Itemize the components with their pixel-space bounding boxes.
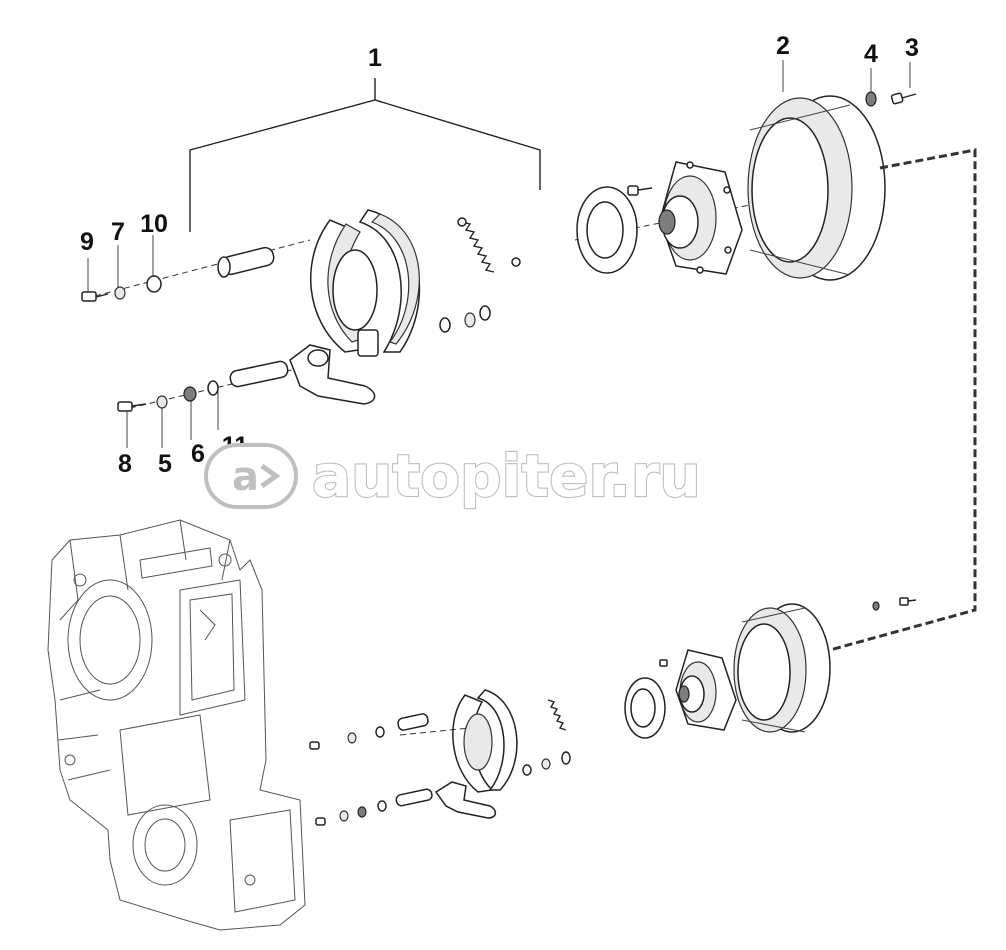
callout-10: 10 [140,210,168,238]
lower-fasteners-bottom [315,788,433,826]
brake-drum-2 [747,95,886,281]
washer-7 [114,286,126,300]
ring-11 [207,380,219,396]
lower-brake-shoe [399,689,518,793]
callout-2: 2 [776,32,790,60]
callout-4: 4 [864,40,878,68]
watermark-logo: a autopiter.ru [204,441,702,511]
brake-shoe-assembly [310,209,421,357]
washer-6 [183,386,197,402]
lower-fasteners-top [309,713,429,750]
lower-lever [434,781,497,819]
lower-flange-hub [675,649,737,731]
lower-nut-bolt [872,597,917,611]
callout-6: 6 [191,440,205,468]
callout-3: 3 [905,34,919,62]
lower-washers [522,751,571,776]
watermark-badge [204,443,298,509]
actuating-lever [289,344,376,405]
lever-pin [229,360,289,388]
washer-5 [156,395,168,409]
shoe-pin [217,246,275,278]
lower-spring [547,699,567,731]
callout-5: 5 [158,450,172,478]
lower-thrust-washer [624,677,666,739]
return-spring [457,217,521,273]
nut-4 [865,91,877,107]
watermark-text: autopiter.ru [312,442,701,510]
ring-10 [146,275,162,293]
shoe-washers [439,305,491,333]
callout-1-bracket [189,78,541,232]
lower-brake-drum [733,603,831,733]
thrust-washer [576,186,638,274]
leader-lines [87,60,911,448]
callout-1: 1 [368,44,382,72]
watermark-a-icon: a [232,454,259,500]
bolt-9 [81,291,109,302]
bolt-8 [117,401,147,412]
flange-hub [658,161,743,275]
transmission-housing [47,519,306,931]
callout-7: 7 [111,218,125,246]
hub-bolt [627,185,653,196]
callout-9: 9 [80,228,94,256]
bolt-3 [890,92,917,105]
watermark-arrow-icon [260,463,281,489]
link-dashed-line [829,148,977,652]
lower-hub-bolt [659,659,668,667]
callout-8: 8 [118,450,132,478]
